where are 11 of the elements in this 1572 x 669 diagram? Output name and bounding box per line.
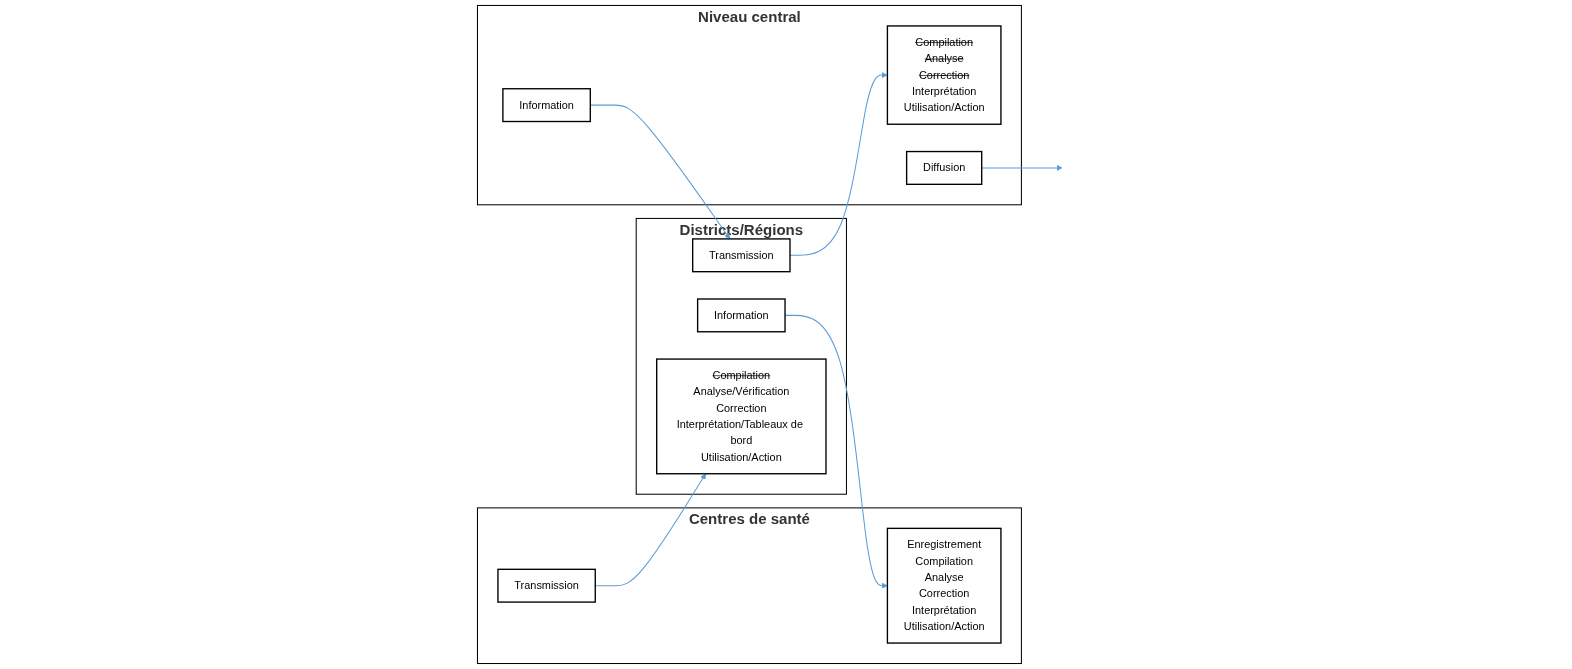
node-box: Information [501, 88, 591, 123]
node-box: Enregistrement Compilation Analyse Correction Interprétation Utilisation/Action [886, 527, 1002, 644]
node-box: Transmission [496, 568, 596, 603]
node-box: Compilation Analyse Correction Interprétation Utilisation/Action [886, 25, 1002, 125]
node-box: Compilation Analyse/Vérification Correction Interprétation/Tableaux de bord Utilisation/Action [655, 358, 827, 475]
arrow [784, 314, 888, 589]
arrow [789, 72, 888, 256]
node-box: Information [696, 298, 786, 333]
arrow [594, 473, 706, 587]
node-box: Diffusion [905, 150, 983, 185]
node-box: Transmission [691, 238, 791, 273]
